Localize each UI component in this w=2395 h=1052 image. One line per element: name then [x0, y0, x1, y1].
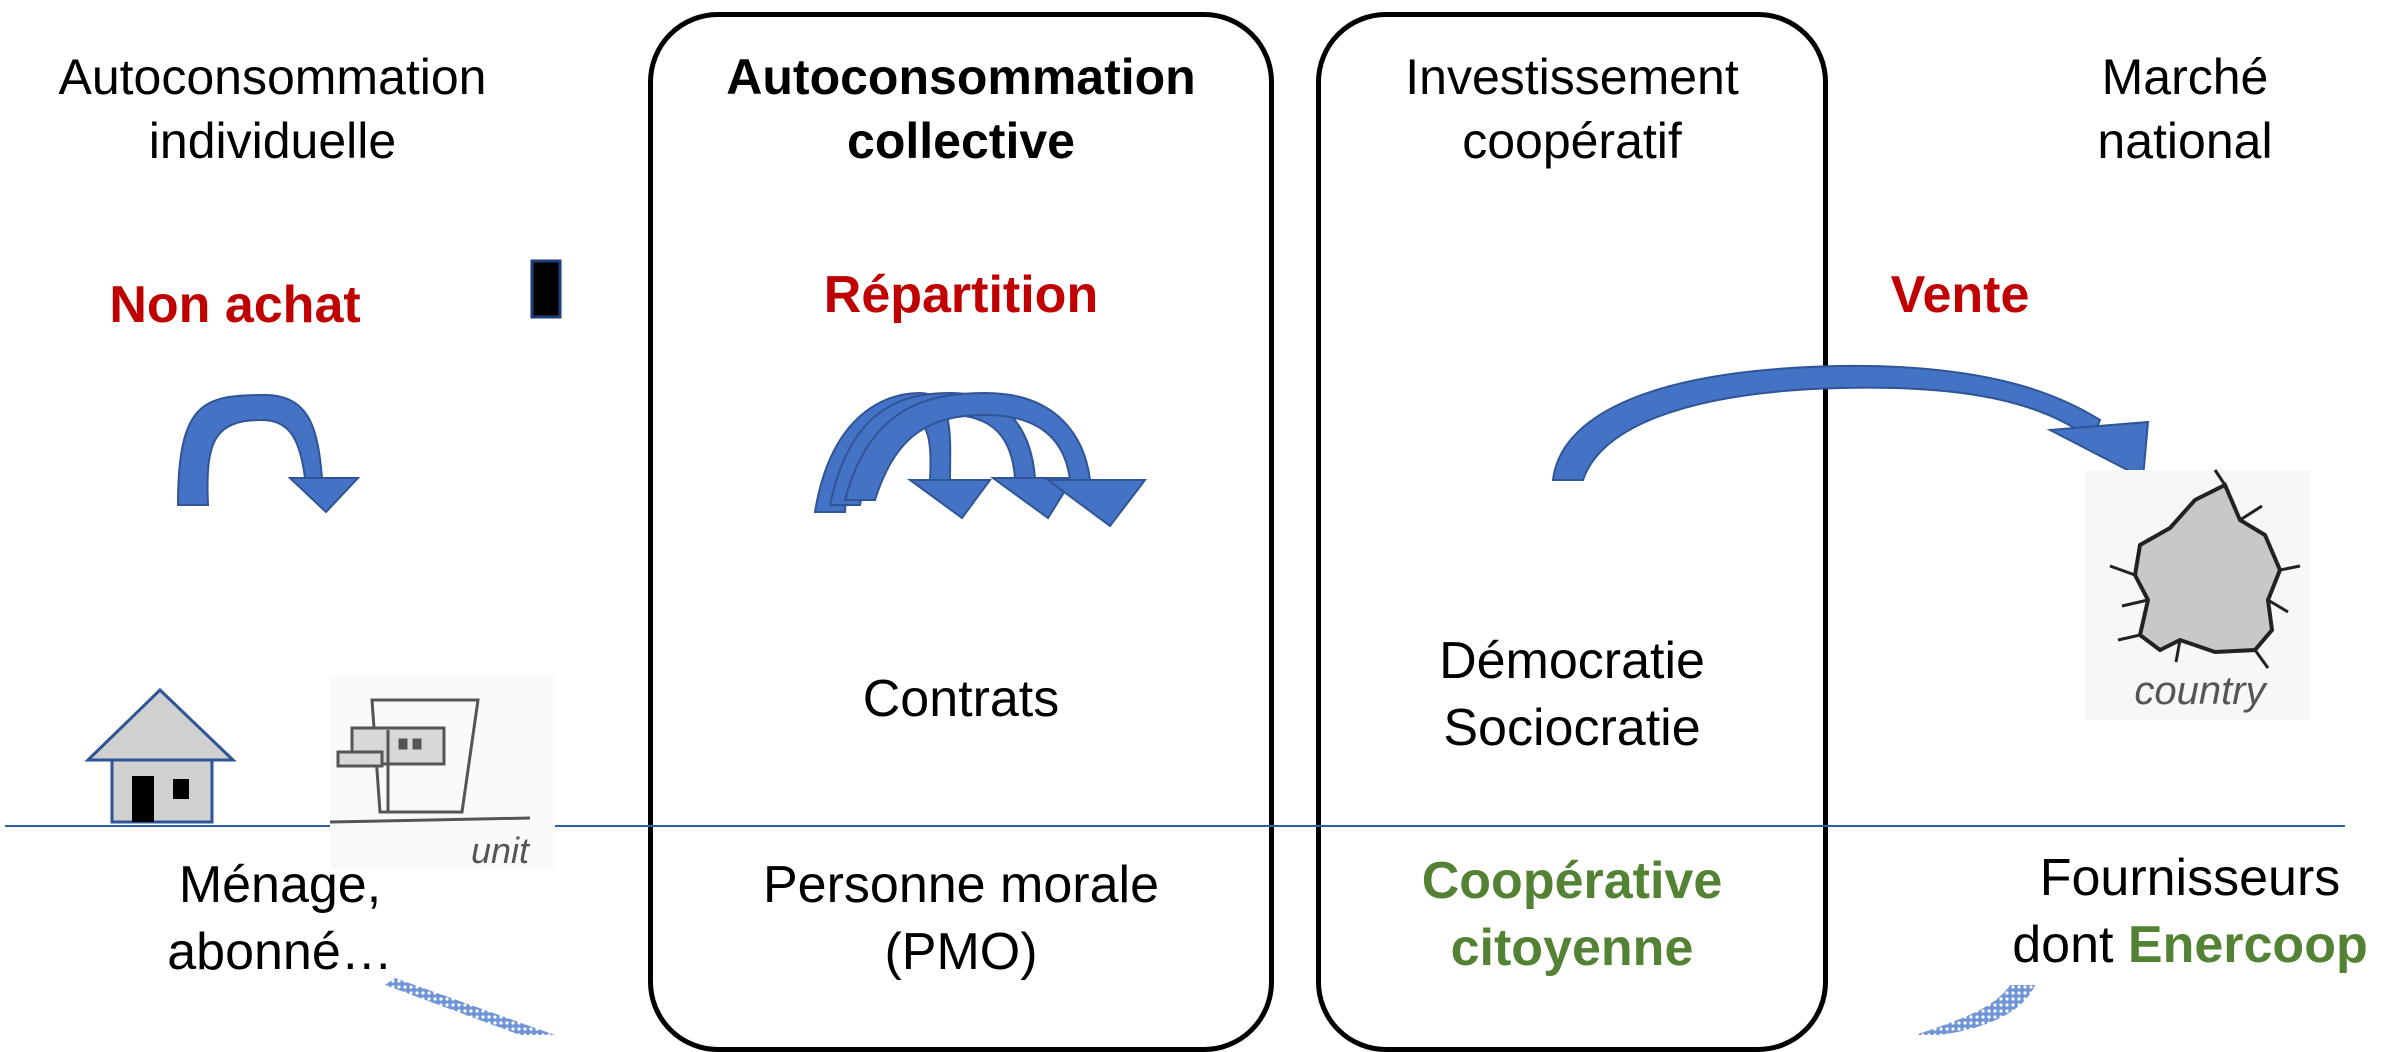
country-caption: country	[2134, 669, 2266, 713]
individual-actor: Ménage, abonné…	[167, 856, 393, 981]
contrats-label: Contrats	[862, 670, 1060, 728]
cooperative-actor: Coopérative citoyenne	[1421, 852, 1723, 977]
building-sketch-icon	[329, 675, 555, 870]
vente-arrow-icon	[1551, 364, 2150, 481]
unit-caption: unit	[470, 830, 530, 871]
dotted-shape-right	[1915, 985, 2035, 1035]
enercoop-highlight: Enercoop	[2127, 915, 2368, 974]
dotted-shape-left	[385, 978, 555, 1035]
vente-label: Vente	[1890, 266, 2030, 324]
individual-title: Autoconsommation individuelle	[58, 49, 487, 169]
cooperative-title: Investissement coopératif	[1405, 49, 1739, 169]
non-achat-arrow-icon	[176, 393, 361, 514]
france-map-icon	[2085, 469, 2310, 720]
black-marker-icon	[530, 259, 562, 319]
national-actor: Fournisseurs dont Enercoop	[2012, 849, 2368, 974]
national-title: Marché national	[2097, 49, 2273, 169]
collective-actor: Personne morale (PMO)	[763, 856, 1159, 981]
non-achat-label: Non achat	[109, 276, 361, 334]
democratie-sociocratie-label: Démocratie Sociocratie	[1439, 632, 1705, 757]
house-icon	[84, 687, 237, 824]
repartition-label: Répartition	[823, 266, 1099, 324]
collective-title: Autoconsommation collective	[726, 49, 1196, 169]
repartition-arrows-icon	[813, 391, 1148, 528]
national-actor-prefix: dont	[2012, 915, 2128, 974]
